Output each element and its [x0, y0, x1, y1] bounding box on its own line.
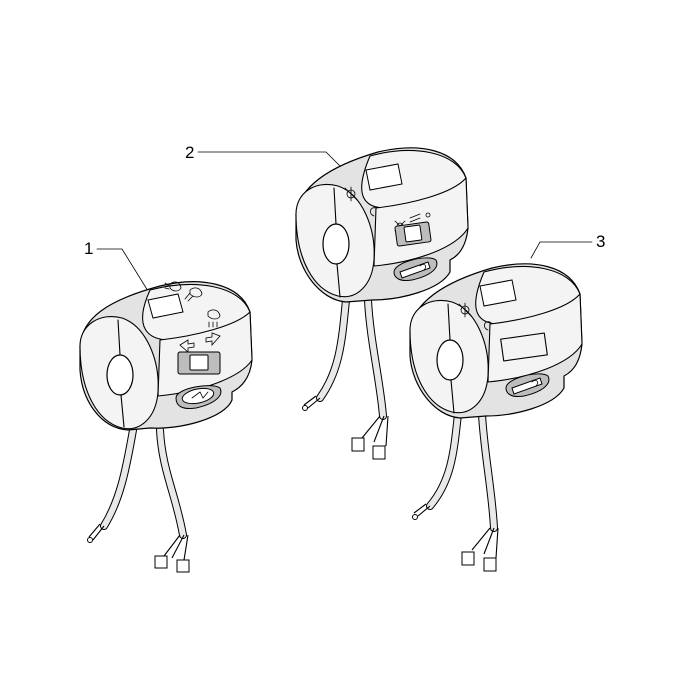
kill-switch-icon — [419, 263, 427, 271]
turn-signal-arrows-icon — [179, 332, 221, 353]
unit-1-handlebar-hole — [106, 354, 134, 396]
leader-line-2 — [197, 151, 347, 173]
unit-1-rocker-key — [147, 293, 184, 319]
leader-line-3 — [530, 241, 593, 259]
unit-1-cables — [87, 426, 190, 573]
light-switch — [403, 224, 423, 243]
unit-2-stop-key — [365, 163, 403, 191]
callout-number-1: 1 — [84, 239, 93, 258]
switch-unit-2 — [295, 147, 469, 460]
low-beam-icon — [207, 309, 221, 328]
high-beam-icon — [184, 287, 203, 302]
engine-stop-icon — [344, 186, 358, 202]
callout-1: 1 — [84, 239, 149, 292]
callout-number-2: 2 — [185, 143, 194, 162]
turn-signal-switch — [189, 354, 209, 371]
unit-3-stop-key — [479, 279, 517, 307]
leader-line-1 — [96, 248, 149, 292]
kill-switch-icon — [531, 379, 539, 387]
unit-3-blank-panel — [500, 332, 548, 362]
unit-3-handlebar-hole — [436, 339, 464, 381]
switch-unit-3 — [409, 263, 583, 572]
unit-2-handlebar-hole — [322, 223, 350, 265]
callout-2: 2 — [185, 143, 347, 173]
horn-button — [181, 387, 215, 405]
unit-3-cables — [412, 410, 499, 572]
unit-3-kill-lever — [511, 377, 543, 395]
headlight-icon — [164, 281, 182, 292]
engine-stop-icon — [458, 302, 472, 318]
switch-unit-1 — [79, 281, 253, 573]
horn-icon — [191, 391, 209, 399]
callout-number-3: 3 — [596, 232, 605, 251]
unit-2-kill-lever — [399, 261, 431, 279]
callout-3: 3 — [530, 232, 605, 259]
unit-2-cables — [302, 296, 389, 460]
